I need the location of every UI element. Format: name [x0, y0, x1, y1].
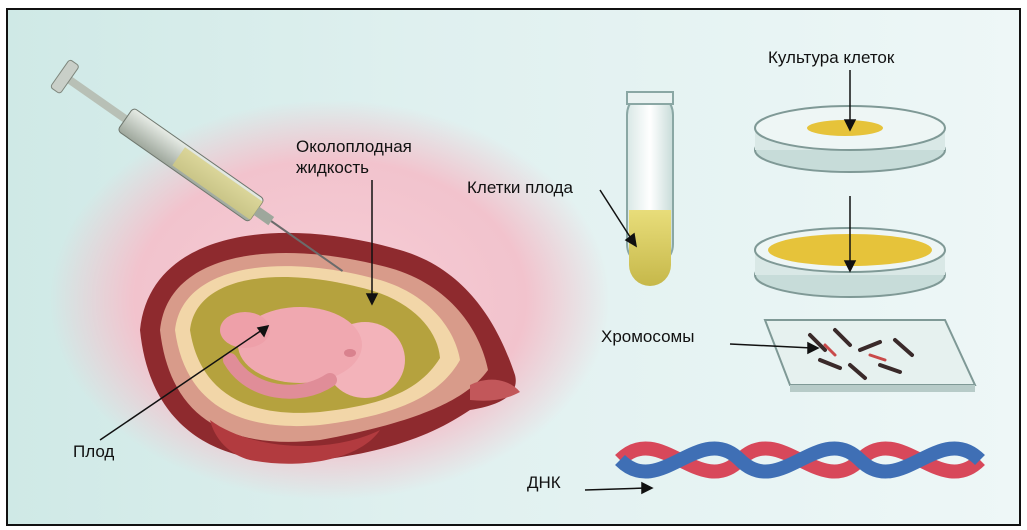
test-tube-icon: [627, 92, 673, 286]
fetus-label: Плод: [73, 441, 114, 462]
amniotic-fluid-label: Околоплодная жидкость: [296, 136, 412, 178]
dna-helix-icon: [620, 448, 980, 471]
amniotic-fluid-label-line1: Околоплодная: [296, 136, 412, 157]
dna-label: ДНК: [527, 472, 561, 493]
fetal-cells-label: Клетки плода: [467, 177, 573, 198]
chromosomes-label: Хромосомы: [601, 326, 694, 347]
cell-culture-label: Культура клеток: [768, 47, 894, 68]
microscope-slide-icon: [765, 320, 975, 392]
amniotic-fluid-label-line2: жидкость: [296, 157, 412, 178]
